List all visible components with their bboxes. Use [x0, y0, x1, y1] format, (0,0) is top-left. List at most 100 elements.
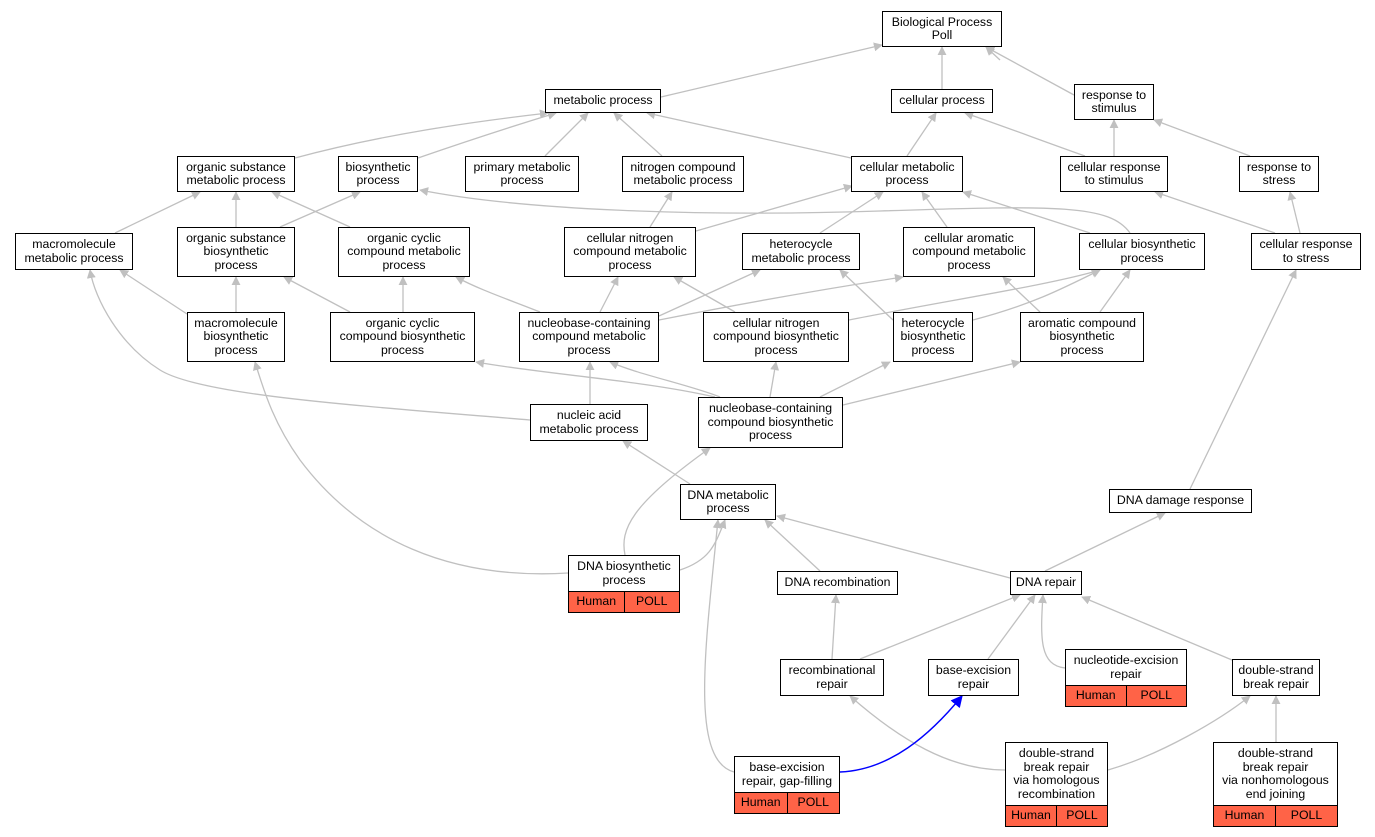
node-label: cellular response to stimulus — [1067, 159, 1161, 187]
node-label: macromolecule biosynthetic process — [194, 315, 278, 357]
node-response-to-stress[interactable]: response to stress — [1239, 156, 1319, 192]
node-primary-metabolic-process[interactable]: primary metabolic process — [465, 156, 579, 192]
gene-cell: POLL — [1125, 686, 1187, 706]
edge-nitrogen-met-to-metabolic — [613, 112, 663, 157]
node-recombinational-repair[interactable]: recombinational repair — [780, 659, 884, 696]
node-organic-substance-biosynthetic-process[interactable]: organic substance biosynthetic process — [177, 227, 295, 277]
node-dna-recombination[interactable]: DNA recombination — [777, 571, 898, 595]
gene-cell: POLL — [623, 592, 680, 612]
species-cell: Human — [1224, 808, 1265, 823]
node-label: cellular metabolic process — [859, 159, 955, 187]
node-cellular-nitrogen-compound-biosynthetic-process[interactable]: cellular nitrogen compound biosynthetic … — [703, 312, 849, 362]
node-nucleotide-excision-repair[interactable]: nucleotide-excision repair Human POLL — [1065, 649, 1187, 707]
edge-dna-bio-to-macromol-bio — [253, 361, 569, 575]
node-cellular-response-to-stimulus[interactable]: cellular response to stimulus — [1060, 156, 1168, 192]
edge-cell-nitro-bio-to-cell-bio — [848, 268, 1101, 321]
node-organic-cyclic-compound-metabolic-process[interactable]: organic cyclic compound metabolic proces… — [338, 227, 470, 277]
node-cellular-aromatic-compound-metabolic-process[interactable]: cellular aromatic compound metabolic pro… — [903, 227, 1035, 277]
node-nucleic-acid-metabolic-process[interactable]: nucleic acid metabolic process — [530, 404, 648, 441]
node-label: organic substance biosynthetic process — [186, 230, 286, 272]
node-macromolecule-biosynthetic-process[interactable]: macromolecule biosynthetic process — [187, 312, 285, 362]
annotation-row: Human POLL — [735, 792, 839, 813]
edge-nucbase-met-to-hetero-met — [658, 269, 761, 317]
node-cellular-response-to-stress[interactable]: cellular response to stress — [1251, 233, 1361, 270]
node-label: double-strand break repair via homologou… — [1013, 746, 1100, 801]
edge-dna-repair-to-dna-met — [776, 513, 1011, 579]
node-label: DNA damage response — [1116, 493, 1245, 508]
edge-dna-recomb-to-dna-met — [764, 519, 821, 572]
edge-org-sub-bio-to-biosynthetic — [279, 191, 361, 228]
edge-org-cyc-bio-to-org-sub-bio — [283, 276, 351, 313]
edge-org-cyc-met-to-org-sub-met — [271, 191, 351, 228]
node-label: organic substance metabolic process — [186, 159, 286, 187]
node-label: base-excision repair — [935, 663, 1012, 691]
edge-hetero-bio-to-cell-bio — [972, 269, 1101, 321]
edge-cell-nitro-bio-to-cell-nitro-met — [673, 276, 736, 313]
gene-cell: POLL — [1275, 806, 1337, 826]
node-cellular-biosynthetic-process[interactable]: cellular biosynthetic process — [1079, 233, 1205, 270]
edge-metabolic-to-bp — [660, 42, 883, 98]
edge-nucbase-met-to-cell-arom-met — [658, 273, 904, 321]
edge-dsb-hr-to-dsb-repair — [1107, 695, 1251, 771]
edge-nucbase-bio-to-arom-bio — [842, 359, 1021, 406]
node-aromatic-compound-biosynthetic-process[interactable]: aromatic compound biosynthetic process — [1020, 312, 1144, 362]
node-nitrogen-compound-metabolic-process[interactable]: nitrogen compound metabolic process — [622, 156, 744, 192]
node-dna-biosynthetic-process[interactable]: DNA biosynthetic process Human POLL — [568, 555, 680, 613]
node-double-strand-break-repair-via-nonhomologous-end-joining[interactable]: double-strand break repair via nonhomolo… — [1213, 742, 1338, 827]
edge-nucbase-met-to-cell-nitro-met — [599, 276, 619, 313]
node-cellular-nitrogen-compound-metabolic-process[interactable]: cellular nitrogen compound metabolic pro… — [564, 227, 696, 277]
node-organic-substance-metabolic-process[interactable]: organic substance metabolic process — [177, 156, 295, 192]
node-label: cellular process — [899, 93, 985, 108]
edge-arom-bio-to-cell-bio — [1099, 269, 1131, 313]
node-label: metabolic process — [553, 93, 653, 108]
edge-resp-stress-to-resp-stim — [1153, 118, 1251, 157]
node-label: heterocycle biosynthetic process — [900, 315, 966, 357]
node-organic-cyclic-compound-biosynthetic-process[interactable]: organic cyclic compound biosynthetic pro… — [330, 312, 475, 362]
node-double-strand-break-repair-via-homologous-recombination[interactable]: double-strand break repair via homologou… — [1005, 742, 1108, 827]
node-heterocycle-biosynthetic-process[interactable]: heterocycle biosynthetic process — [893, 312, 973, 362]
node-label: recombinational repair — [788, 663, 876, 691]
node-nucleobase-containing-compound-biosynthetic-process[interactable]: nucleobase-containing compound biosynthe… — [698, 397, 843, 448]
edge-cell-met-to-cellular — [906, 112, 937, 157]
edge-ber-gap-to-ber-highlighted — [839, 695, 963, 773]
gene-cell: POLL — [1056, 806, 1107, 826]
node-double-strand-break-repair[interactable]: double-strand break repair — [1232, 659, 1320, 696]
node-label: nucleotide-excision repair — [1073, 653, 1179, 681]
edge-nucbase-bio-to-hetero-bio — [819, 361, 891, 398]
node-label: biosynthetic process — [345, 159, 411, 187]
node-base-excision-repair-gap-filling[interactable]: base-excision repair, gap-filling Human … — [734, 756, 840, 814]
node-label: macromolecule metabolic process — [24, 237, 124, 265]
node-label: response to stress — [1246, 159, 1312, 187]
edge-recomb-repair-to-dna-recomb — [831, 594, 840, 660]
node-label: DNA metabolic process — [687, 487, 769, 515]
edge-nucacid-met-to-macromol-met — [86, 269, 531, 421]
edge-ner-to-dna-repair — [1037, 594, 1066, 669]
edge-dna-bio-to-dna-met — [679, 519, 727, 571]
node-cellular-process[interactable]: cellular process — [891, 89, 993, 113]
node-dna-metabolic-process[interactable]: DNA metabolic process — [680, 484, 776, 520]
node-response-to-stimulus[interactable]: response to stimulus — [1074, 84, 1154, 120]
node-label: Biological Process Poll — [891, 14, 993, 42]
node-cellular-metabolic-process[interactable]: cellular metabolic process — [851, 156, 963, 192]
edge-hetero-met-to-cell-met — [819, 191, 884, 234]
edge-org-sub-met-to-metabolic — [294, 109, 549, 159]
node-label: nucleic acid metabolic process — [539, 408, 639, 436]
annotation-row: Human POLL — [569, 591, 679, 612]
node-label: cellular nitrogen compound metabolic pro… — [573, 230, 687, 272]
node-label: DNA biosynthetic process — [577, 559, 671, 587]
node-nucleobase-containing-compound-metabolic-process[interactable]: nucleobase-containing compound metabolic… — [519, 312, 659, 362]
node-dna-repair[interactable]: DNA repair — [1010, 571, 1082, 595]
node-dna-damage-response[interactable]: DNA damage response — [1109, 489, 1252, 513]
node-biological-process[interactable]: Biological Process Poll — [882, 11, 1002, 47]
annotation-row: Human POLL — [1214, 805, 1337, 826]
edge-cell-resp-stress-to-cell-resp-stim — [1154, 190, 1276, 234]
node-base-excision-repair[interactable]: base-excision repair — [928, 659, 1019, 696]
node-heterocycle-metabolic-process[interactable]: heterocycle metabolic process — [742, 233, 860, 270]
node-biosynthetic-process[interactable]: biosynthetic process — [338, 156, 418, 192]
node-macromolecule-metabolic-process[interactable]: macromolecule metabolic process — [15, 233, 133, 270]
edge-resp-stim-inner-arrow — [985, 46, 1001, 61]
edge-dna-damage-to-cell-resp-stress — [1189, 269, 1297, 490]
node-label: organic cyclic compound biosynthetic pro… — [339, 315, 466, 357]
node-metabolic-process[interactable]: metabolic process — [545, 89, 661, 113]
